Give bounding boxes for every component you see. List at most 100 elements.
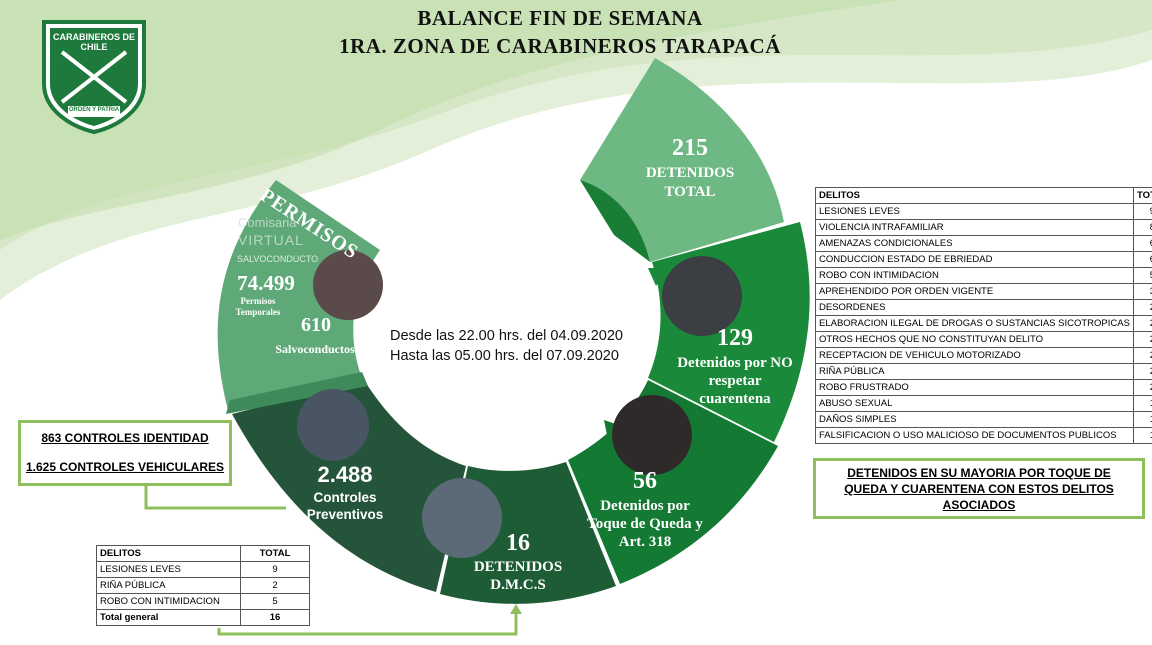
delito-total: 9 <box>240 561 310 578</box>
permisos-label-2: Salvoconductos <box>275 342 355 356</box>
table-header-total: TOTAL <box>240 545 310 562</box>
dmcs-value: 16 <box>506 530 530 556</box>
total-label-2: TOTAL <box>664 184 716 200</box>
photo-controles <box>297 389 369 461</box>
controles-label-2: Preventivos <box>306 507 384 522</box>
permisos-value-2: 610 <box>301 314 331 336</box>
delito-total: 1 <box>1132 427 1152 444</box>
delito-name: VIOLENCIA INTRAFAMILIAR <box>815 219 1134 236</box>
toque-label-2: Toque de Queda y <box>587 516 703 532</box>
cuarentena-label-2: respetar <box>708 373 762 389</box>
photo-text-salvoconducto: SALVOCONDUCTO <box>237 254 319 264</box>
table-row: APREHENDIDO POR ORDEN VIGENTE3 <box>815 283 1152 300</box>
delitos-table-right: DELITOS TOTAL LESIONES LEVES9VIOLENCIA I… <box>815 187 1152 444</box>
controls-identity: 863 CONTROLES IDENTIDAD <box>41 431 209 445</box>
delito-total: 9 <box>1132 203 1152 220</box>
cuarentena-value: 129 <box>717 325 753 351</box>
delito-name: ABUSO SEXUAL <box>815 395 1134 412</box>
date-range-start: Desde las 22.00 hrs. del 04.09.2020 <box>390 328 623 344</box>
table-row: DAÑOS SIMPLES1 <box>815 411 1152 428</box>
delito-total: 5 <box>1132 267 1152 284</box>
controls-vehicles: 1.625 CONTROLES VEHICULARES <box>25 460 225 474</box>
photo-toque <box>612 395 692 475</box>
delito-total: 1 <box>1132 395 1152 412</box>
permisos-label-1b: Temporales <box>235 307 281 317</box>
table-header-delitos: DELITOS <box>96 545 241 562</box>
table-row: DESORDENES2 <box>815 299 1152 316</box>
logo-bottom-text: ORDEN Y PATRIA <box>68 107 120 113</box>
note-line-1: DETENIDOS EN SU MAYORIA POR TOQUE DE <box>847 466 1111 480</box>
note-box: DETENIDOS EN SU MAYORIA POR TOQUE DE QUE… <box>813 458 1145 519</box>
delito-name: APREHENDIDO POR ORDEN VIGENTE <box>815 283 1134 300</box>
total-general-label: Total general <box>96 609 241 626</box>
photo-cuarentena <box>662 256 742 336</box>
photo-permisos <box>313 250 383 320</box>
delito-total: 6 <box>1132 235 1152 252</box>
delito-name: ROBO FRUSTRADO <box>815 379 1134 396</box>
segment-controles <box>232 380 466 592</box>
delito-name: RECEPTACION DE VEHICULO MOTORIZADO <box>815 347 1134 364</box>
photo-text-comisaria: Comisaria <box>238 215 297 230</box>
table-header-total: TOTAL <box>1132 187 1152 204</box>
delito-total: 2 <box>1132 379 1152 396</box>
cuarentena-label-3: cuarentena <box>699 391 771 407</box>
delito-total: 2 <box>1132 347 1152 364</box>
table-row: VIOLENCIA INTRAFAMILIAR8 <box>815 219 1152 236</box>
controles-label-1: Controles <box>313 490 377 505</box>
date-range-end: Hasta las 05.00 hrs. del 07.09.2020 <box>390 348 619 364</box>
photo-text-virtual: VIRTUAL <box>238 232 304 248</box>
delito-name: LESIONES LEVES <box>96 561 241 578</box>
logo-top-text: CARABINEROS DE CHILE <box>52 32 135 52</box>
note-line-2: QUEDA Y CUARENTENA CON ESTOS DELITOS <box>844 482 1114 496</box>
table-row: ABUSO SEXUAL1 <box>815 395 1152 412</box>
controls-box: 863 CONTROLES IDENTIDAD 1.625 CONTROLES … <box>18 420 232 486</box>
table-row: FALSIFICACION O USO MALICIOSO DE DOCUMEN… <box>815 427 1152 444</box>
carabineros-logo <box>42 20 146 134</box>
toque-label-3: Art. 318 <box>618 534 672 550</box>
delito-name: LESIONES LEVES <box>815 203 1134 220</box>
table-row: CONDUCCION ESTADO DE EBRIEDAD6 <box>815 251 1152 268</box>
delito-total: 5 <box>240 593 310 610</box>
delito-name: ROBO CON INTIMIDACION <box>96 593 241 610</box>
delito-name: CONDUCCION ESTADO DE EBRIEDAD <box>815 251 1134 268</box>
delito-name: DESORDENES <box>815 299 1134 316</box>
delito-name: RIÑA PÚBLICA <box>815 363 1134 380</box>
page-title: BALANCE FIN DE SEMANA <box>417 6 703 30</box>
delito-name: OTROS HECHOS QUE NO CONSTITUYAN DELITO <box>815 331 1134 348</box>
total-label-1: DETENIDOS <box>645 165 735 181</box>
delito-total: 2 <box>1132 331 1152 348</box>
delito-name: FALSIFICACION O USO MALICIOSO DE DOCUMEN… <box>815 427 1134 444</box>
toque-label-1: Detenidos por <box>600 498 690 514</box>
photo-dmcs <box>422 478 502 558</box>
dmcs-label-1: DETENIDOS <box>473 559 563 575</box>
delito-total: 3 <box>1132 283 1152 300</box>
toque-value: 56 <box>633 468 657 494</box>
dmcs-label-2: D.M.C.S <box>490 577 546 593</box>
delito-total: 2 <box>1132 299 1152 316</box>
cuarentena-label-1: Detenidos por NO <box>677 355 793 371</box>
delito-total: 2 <box>1132 315 1152 332</box>
permisos-value-1: 74.499 <box>237 271 295 295</box>
total-general-value: 16 <box>240 609 310 626</box>
controles-value: 2.488 <box>317 462 373 487</box>
delito-total: 8 <box>1132 219 1152 236</box>
table-header-delitos: DELITOS <box>815 187 1134 204</box>
page-subtitle: 1RA. ZONA DE CARABINEROS TARAPACÁ <box>339 34 781 58</box>
table-row: ELABORACION ILEGAL DE DROGAS O SUSTANCIA… <box>815 315 1152 332</box>
delito-total: 2 <box>1132 363 1152 380</box>
table-row: OTROS HECHOS QUE NO CONSTITUYAN DELITO2 <box>815 331 1152 348</box>
note-line-3: ASOCIADOS <box>942 498 1016 512</box>
delito-name: RIÑA PÚBLICA <box>96 577 241 594</box>
permisos-label-1a: Permisos <box>240 296 276 306</box>
segment-permisos <box>217 180 380 410</box>
table-row: RECEPTACION DE VEHICULO MOTORIZADO2 <box>815 347 1152 364</box>
